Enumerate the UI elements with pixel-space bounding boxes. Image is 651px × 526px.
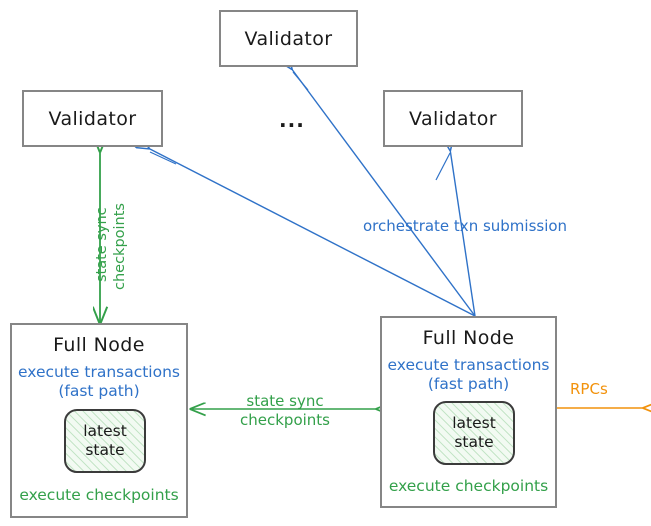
full-node-left-checkpoints: execute checkpoints (19, 486, 179, 504)
full-node-left-execute-line1: execute transactions (17, 363, 181, 381)
full-node-right-state-chip[interactable]: latest state (433, 401, 515, 465)
validator-left-box[interactable]: Validator (22, 90, 163, 147)
full-node-left-execute-line2: (fast path) (58, 382, 140, 401)
validator-left-label: Validator (48, 107, 137, 130)
state-sync-vertical-line1: state sync (94, 207, 110, 282)
full-node-right-execute: execute transactions (fast path) (387, 356, 549, 395)
full-node-left-title: Full Node (53, 334, 145, 356)
validator-right-box[interactable]: Validator (383, 90, 523, 147)
full-node-right-execute-line2: (fast path) (427, 375, 510, 394)
full-node-right-execute-line1: execute transactions (387, 356, 550, 374)
edge-fullnode-to-validator-left (148, 148, 476, 317)
edge-fullnode-to-validator-right (435, 149, 476, 317)
state-sync-horizontal-label: state sync checkpoints (225, 392, 345, 430)
validator-top-label: Validator (244, 27, 333, 50)
full-node-left-box[interactable]: Full Node execute transactions (fast pat… (10, 323, 188, 518)
full-node-left-state-line2: state (85, 441, 125, 459)
rpcs-label: RPCs (570, 380, 608, 398)
full-node-right-checkpoints: execute checkpoints (388, 477, 549, 495)
full-node-left-execute: execute transactions (fast path) (18, 363, 180, 402)
state-sync-vertical-line2: checkpoints (112, 203, 128, 290)
validator-right-label: Validator (409, 107, 497, 130)
full-node-right-state-line1: latest (452, 414, 496, 433)
state-sync-horizontal-line2: checkpoints (240, 410, 330, 429)
full-node-right-state-line2: state (454, 433, 494, 451)
full-node-left-state-line1: latest (83, 422, 127, 441)
validators-ellipsis: ... (279, 108, 305, 132)
full-node-left-state-chip[interactable]: latest state (64, 409, 146, 473)
full-node-right-box[interactable]: Full Node execute transactions (fast pat… (380, 316, 557, 508)
validator-top-box[interactable]: Validator (219, 10, 358, 67)
state-sync-horizontal-line1: state sync (246, 392, 324, 410)
edge-fullnode-to-validator-top (291, 68, 476, 317)
orchestrate-txn-label: orchestrate txn submission (363, 217, 568, 235)
full-node-right-title: Full Node (422, 327, 515, 349)
